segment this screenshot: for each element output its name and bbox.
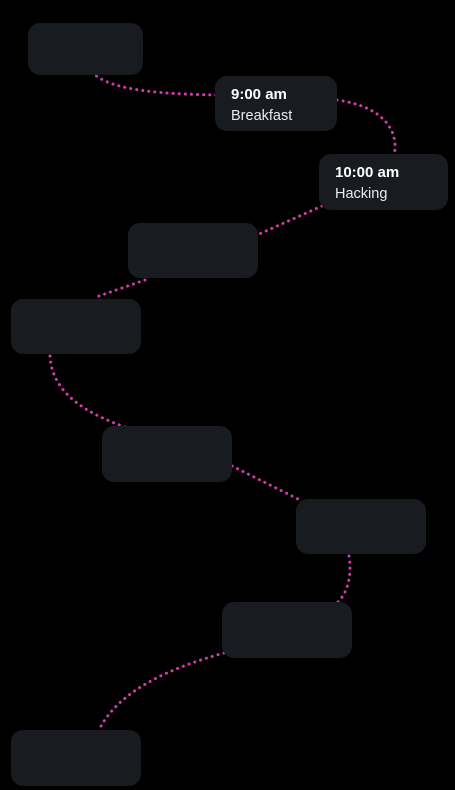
path-segment-4 bbox=[94, 278, 147, 299]
path-segment-2 bbox=[335, 98, 397, 158]
card-label: Breakfast bbox=[231, 108, 293, 124]
card-time: 9:00 am bbox=[231, 86, 287, 103]
schedule-card-6[interactable] bbox=[102, 426, 232, 482]
schedule-card-hacking[interactable]: 10:00 am Hacking bbox=[319, 154, 448, 210]
schedule-card-8[interactable] bbox=[222, 602, 352, 658]
path-segment-3 bbox=[255, 204, 324, 237]
card-time: 10:00 am bbox=[335, 164, 400, 181]
schedule-card-7[interactable] bbox=[296, 499, 426, 554]
path-segment-8 bbox=[98, 651, 226, 730]
schedule-card-breakfast[interactable]: 9:00 am Breakfast bbox=[215, 76, 337, 131]
card-label: Hacking bbox=[335, 186, 388, 202]
path-segment-6 bbox=[230, 464, 302, 502]
path-segment-1 bbox=[90, 70, 219, 97]
schedule-card-9[interactable] bbox=[11, 730, 141, 786]
schedule-card-1[interactable] bbox=[28, 23, 143, 75]
path-segment-5 bbox=[48, 354, 130, 430]
schedule-card-5[interactable] bbox=[11, 299, 141, 354]
schedule-card-4[interactable] bbox=[128, 223, 258, 278]
path-segment-7 bbox=[336, 554, 352, 604]
